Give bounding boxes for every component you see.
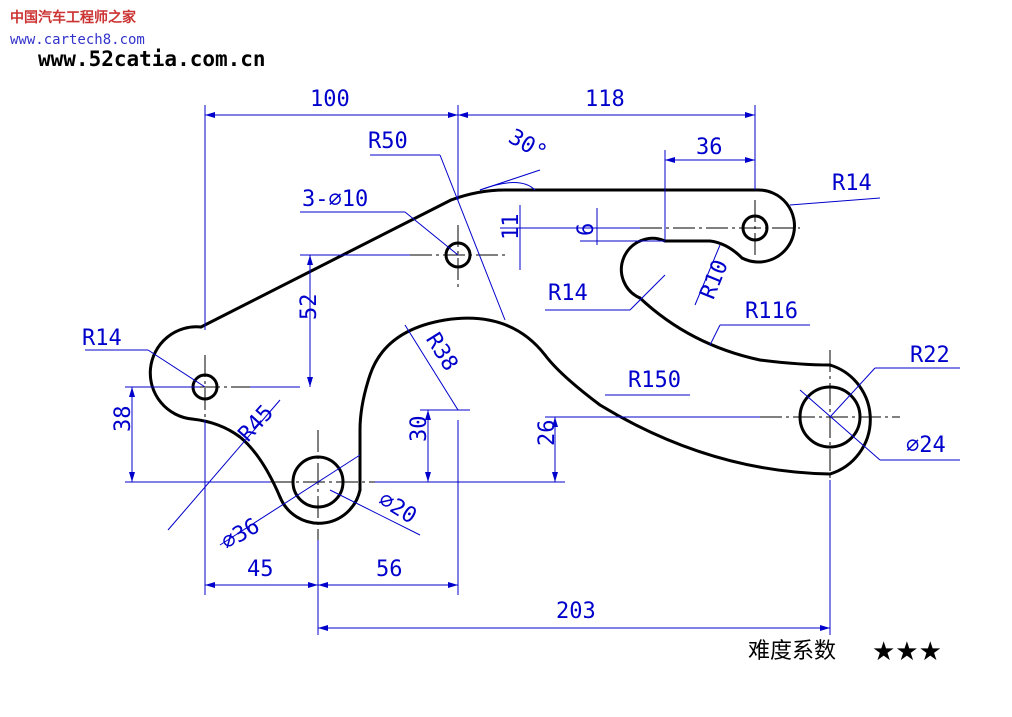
dimension-lines — [85, 105, 960, 635]
watermark-site-url: www.cartech8.com — [10, 32, 145, 48]
right-boss-arc — [828, 363, 872, 476]
slot-lower-edge — [663, 239, 744, 260]
difficulty-label: 难度系数 — [748, 639, 836, 664]
dim-56: 56 — [376, 557, 403, 582]
dim-r116: R116 — [745, 299, 798, 324]
dim-r150: R150 — [628, 368, 681, 393]
right-top-lobe — [740, 188, 796, 264]
dim-r14-right: R14 — [832, 171, 872, 196]
difficulty-rating: 难度系数 ★★★ — [748, 637, 942, 667]
dim-dia36: ∅36 — [217, 514, 264, 556]
dim-dia24: ∅24 — [906, 433, 946, 458]
dim-r22: R22 — [910, 343, 950, 368]
dim-r45: R45 — [234, 400, 279, 446]
r116-curve — [638, 296, 832, 367]
dim-52: 52 — [297, 294, 322, 321]
dim-angle-30: 30° — [504, 125, 551, 167]
r50-fillet — [449, 188, 507, 202]
watermark-site2-url: www.52catia.com.cn — [38, 47, 266, 71]
dim-30: 30 — [407, 416, 432, 443]
dim-203: 203 — [556, 599, 596, 624]
dim-6: 6 — [574, 223, 599, 236]
dim-26: 26 — [535, 420, 560, 447]
dim-38: 38 — [111, 406, 136, 433]
dim-36-top: 36 — [696, 135, 723, 160]
inner-r14-arc — [619, 236, 667, 300]
left-lobe-arc — [148, 325, 203, 421]
dim-r50: R50 — [368, 129, 408, 154]
part-outline — [148, 188, 872, 525]
dim-r14-inner: R14 — [548, 281, 588, 306]
dim-dia20: ∅20 — [374, 487, 421, 529]
difficulty-stars: ★★★ — [872, 637, 942, 667]
r45-curve — [190, 417, 282, 499]
dim-3-dia10: 3-∅10 — [302, 187, 368, 212]
dim-45: 45 — [247, 557, 274, 582]
watermark: 中国汽车工程师之家 www.cartech8.com www.52catia.c… — [10, 9, 266, 71]
dim-118: 118 — [585, 87, 625, 112]
dim-r10: R10 — [696, 256, 734, 302]
dim-11: 11 — [499, 214, 524, 241]
upper-slope-line — [199, 198, 453, 329]
dim-r14-left: R14 — [82, 326, 122, 351]
r38-hump — [358, 316, 547, 492]
bottom-boss-arc — [278, 488, 362, 525]
dimension-texts: 100 118 R50 30° 3-∅10 36 R14 11 6 R14 R1… — [82, 87, 950, 624]
r150-curve — [543, 353, 832, 476]
dim-r38: R38 — [420, 329, 462, 376]
watermark-site-cn: 中国汽车工程师之家 — [10, 9, 137, 26]
arrowheads — [129, 112, 830, 631]
dim-100: 100 — [310, 87, 350, 112]
